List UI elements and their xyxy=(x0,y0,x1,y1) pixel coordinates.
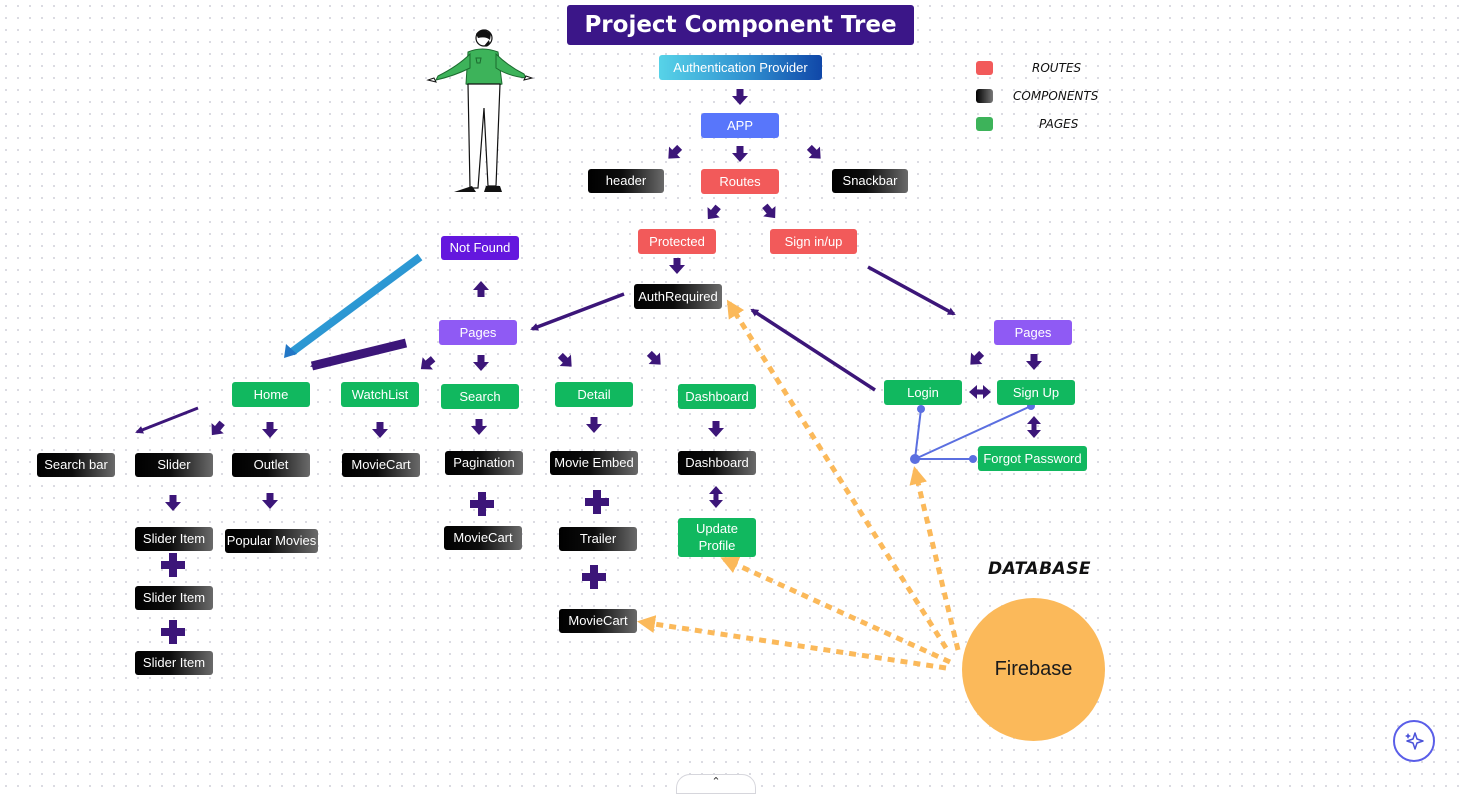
edge-notfound-home xyxy=(289,253,423,356)
flow-arrow xyxy=(372,422,388,438)
edge-login-hub xyxy=(914,408,922,460)
flow-arrow xyxy=(211,420,225,436)
login-page-node[interactable]: Login xyxy=(884,380,962,405)
link-dot xyxy=(969,455,977,463)
plus-sign xyxy=(585,490,609,514)
flow-arrow xyxy=(806,144,821,159)
popular-movies-node[interactable]: Popular Movies xyxy=(225,529,318,553)
snackbar-node[interactable]: Snackbar xyxy=(832,169,908,193)
flow-arrow xyxy=(262,493,278,509)
dashboard-component-node[interactable]: Dashboard xyxy=(678,451,756,475)
flow-arrow xyxy=(668,144,683,159)
db-edge-authrequired xyxy=(726,299,949,650)
flow-arrow xyxy=(473,281,489,297)
dashboard-page-node[interactable]: Dashboard xyxy=(678,384,756,409)
legend-label-routes: ROUTES xyxy=(1032,61,1082,75)
legend-label-components: COMPONENTS xyxy=(1013,89,1099,103)
movie-embed-node[interactable]: Movie Embed xyxy=(550,451,638,475)
flow-arrow xyxy=(732,89,748,105)
pages-node-left[interactable]: Pages xyxy=(439,320,517,345)
edge-login-authrequired xyxy=(750,308,876,392)
protected-node[interactable]: Protected xyxy=(638,229,716,254)
legend-swatch-pages xyxy=(976,117,993,131)
flow-arrow xyxy=(970,350,985,365)
edge-signin-pages xyxy=(867,265,956,316)
moviecart-watchlist-node[interactable]: MovieCart xyxy=(342,453,420,477)
legend-swatch-components xyxy=(976,89,993,103)
watchlist-page-node[interactable]: WatchList xyxy=(341,382,419,407)
flow-arrow xyxy=(420,356,436,370)
flow-arrow xyxy=(707,204,721,220)
header-node[interactable]: header xyxy=(588,169,664,193)
diagram-title: Project Component Tree xyxy=(567,5,914,45)
collapse-panel-tab[interactable]: ⌃ xyxy=(676,774,756,794)
flow-arrow xyxy=(262,422,278,438)
update-profile-page-node[interactable]: Update Profile xyxy=(678,518,756,557)
flow-arrow xyxy=(471,419,487,435)
flow-arrow xyxy=(646,350,661,365)
slider-node[interactable]: Slider xyxy=(135,453,213,477)
double-arrow xyxy=(969,385,991,399)
search-page-node[interactable]: Search xyxy=(441,384,519,409)
outlet-node[interactable]: Outlet xyxy=(232,453,310,477)
search-bar-node[interactable]: Search bar xyxy=(37,453,115,477)
pagination-node[interactable]: Pagination xyxy=(445,451,523,475)
double-arrow xyxy=(709,486,723,508)
flow-arrow xyxy=(669,258,685,274)
ai-assistant-button[interactable] xyxy=(1393,720,1435,762)
flow-arrow xyxy=(762,203,776,219)
edge-notfound-home-head xyxy=(284,344,297,358)
auth-required-node[interactable]: AuthRequired xyxy=(634,284,722,309)
link-dot xyxy=(917,405,925,413)
app-node[interactable]: APP xyxy=(701,113,779,138)
routes-node[interactable]: Routes xyxy=(701,169,779,194)
edge-authrequired-pages xyxy=(530,292,625,331)
database-label: DATABASE xyxy=(988,559,1092,579)
edge-signup-hub xyxy=(914,405,1032,460)
moviecart-detail-node[interactable]: MovieCart xyxy=(559,609,637,633)
trailer-node[interactable]: Trailer xyxy=(559,527,637,551)
slider-item-node-3[interactable]: Slider Item xyxy=(135,651,213,675)
plus-sign xyxy=(582,565,606,589)
plus-group xyxy=(161,490,609,644)
flow-arrow xyxy=(708,421,724,437)
legend-swatch-routes xyxy=(976,61,993,75)
sign-up-page-node[interactable]: Sign Up xyxy=(997,380,1075,405)
detail-page-node[interactable]: Detail xyxy=(555,382,633,407)
sign-in-up-node[interactable]: Sign in/up xyxy=(770,229,857,254)
home-page-node[interactable]: Home xyxy=(232,382,310,407)
double-arrow xyxy=(1027,416,1041,438)
firebase-node[interactable]: Firebase xyxy=(962,598,1105,741)
authentication-provider-node[interactable]: Authentication Provider xyxy=(659,55,822,80)
flow-arrow xyxy=(557,352,572,367)
not-found-node[interactable]: Not Found xyxy=(441,236,519,260)
slider-item-node-1[interactable]: Slider Item xyxy=(135,527,213,551)
pages-node-right[interactable]: Pages xyxy=(994,320,1072,345)
slider-item-node-2[interactable]: Slider Item xyxy=(135,586,213,610)
flow-arrow xyxy=(732,146,748,162)
plus-sign xyxy=(161,620,185,644)
db-edge-update-profile xyxy=(720,556,952,665)
plus-sign xyxy=(161,553,185,577)
edge-pages-home-thick xyxy=(310,338,408,371)
legend-label-pages: PAGES xyxy=(1039,117,1079,131)
flow-arrow xyxy=(473,355,489,371)
person-illustration xyxy=(426,29,534,192)
forgot-password-page-node[interactable]: Forgot Password xyxy=(978,446,1087,471)
plus-sign xyxy=(470,492,494,516)
link-dot xyxy=(910,454,920,464)
edge-home-searchbar xyxy=(135,406,199,434)
arrow-group xyxy=(165,89,1042,511)
sparkle-icon xyxy=(1405,732,1424,750)
db-edge-moviecart xyxy=(637,615,947,671)
db-edge-login xyxy=(909,466,961,651)
flow-arrow xyxy=(586,417,602,433)
chevron-up-icon: ⌃ xyxy=(711,776,721,788)
flow-arrow xyxy=(1026,354,1042,370)
moviecart-search-node[interactable]: MovieCart xyxy=(444,526,522,550)
flow-arrow xyxy=(165,495,181,511)
